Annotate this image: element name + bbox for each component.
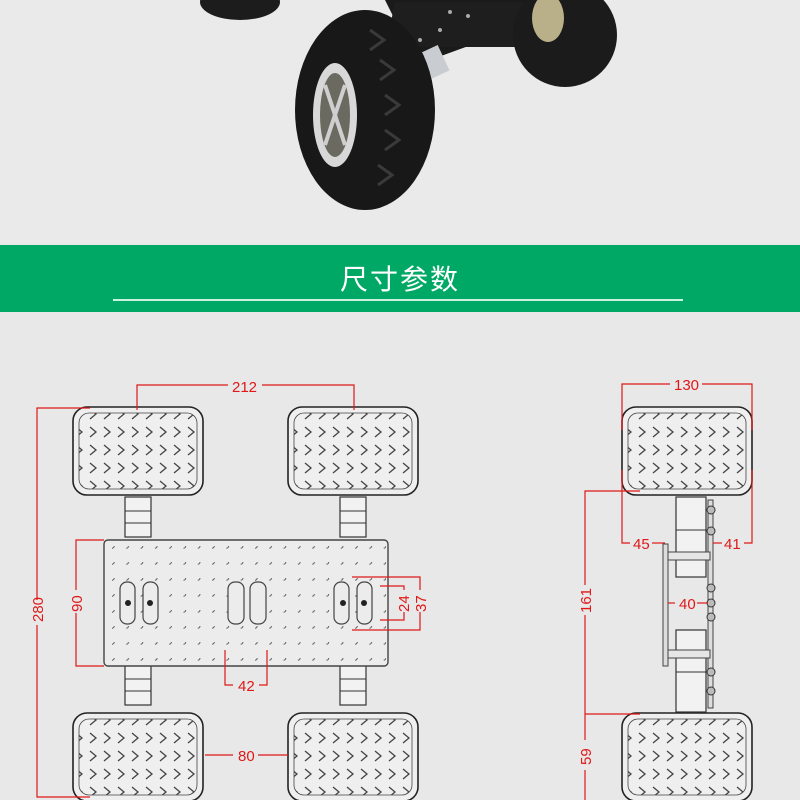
dim-plate-width: 90 [69,595,86,612]
product-photo [0,0,800,243]
dim-wheelbase: 212 [232,379,257,396]
dim-axle-span: 161 [578,588,595,613]
banner-underline [113,299,683,301]
chassis-photo-illustration [200,0,617,210]
tire-rear-right [287,712,419,800]
technical-drawing-svg: 212 280 90 24 37 42 80 [30,377,753,800]
dim-side-right-offset: 41 [724,536,741,553]
side-view [621,406,753,800]
dim-hole-spacing-inner: 24 [396,595,413,612]
dim-hole-pitch: 42 [238,678,255,695]
tire-rear-left [72,712,204,800]
dim-wheel-gap: 80 [238,748,255,765]
tire-front-left [72,406,204,496]
tire-side-bottom [621,712,753,800]
dim-side-left-offset: 45 [633,536,650,553]
top-view-dimension-lines [36,384,421,798]
dim-hole-spacing-outer: 37 [413,595,430,612]
tire-side-top [621,406,753,496]
dim-bracket-width: 40 [679,596,696,613]
tire-front-right [287,406,419,496]
top-view [72,406,419,800]
side-view-dimension-lines [584,383,753,800]
dimension-drawing: 212 280 90 24 37 42 80 [0,312,800,800]
dim-tire-height: 59 [578,748,595,765]
dim-side-overall-width: 130 [674,377,699,394]
banner-title: 尺寸参数 [339,263,460,296]
dim-overall-length: 280 [30,597,47,622]
